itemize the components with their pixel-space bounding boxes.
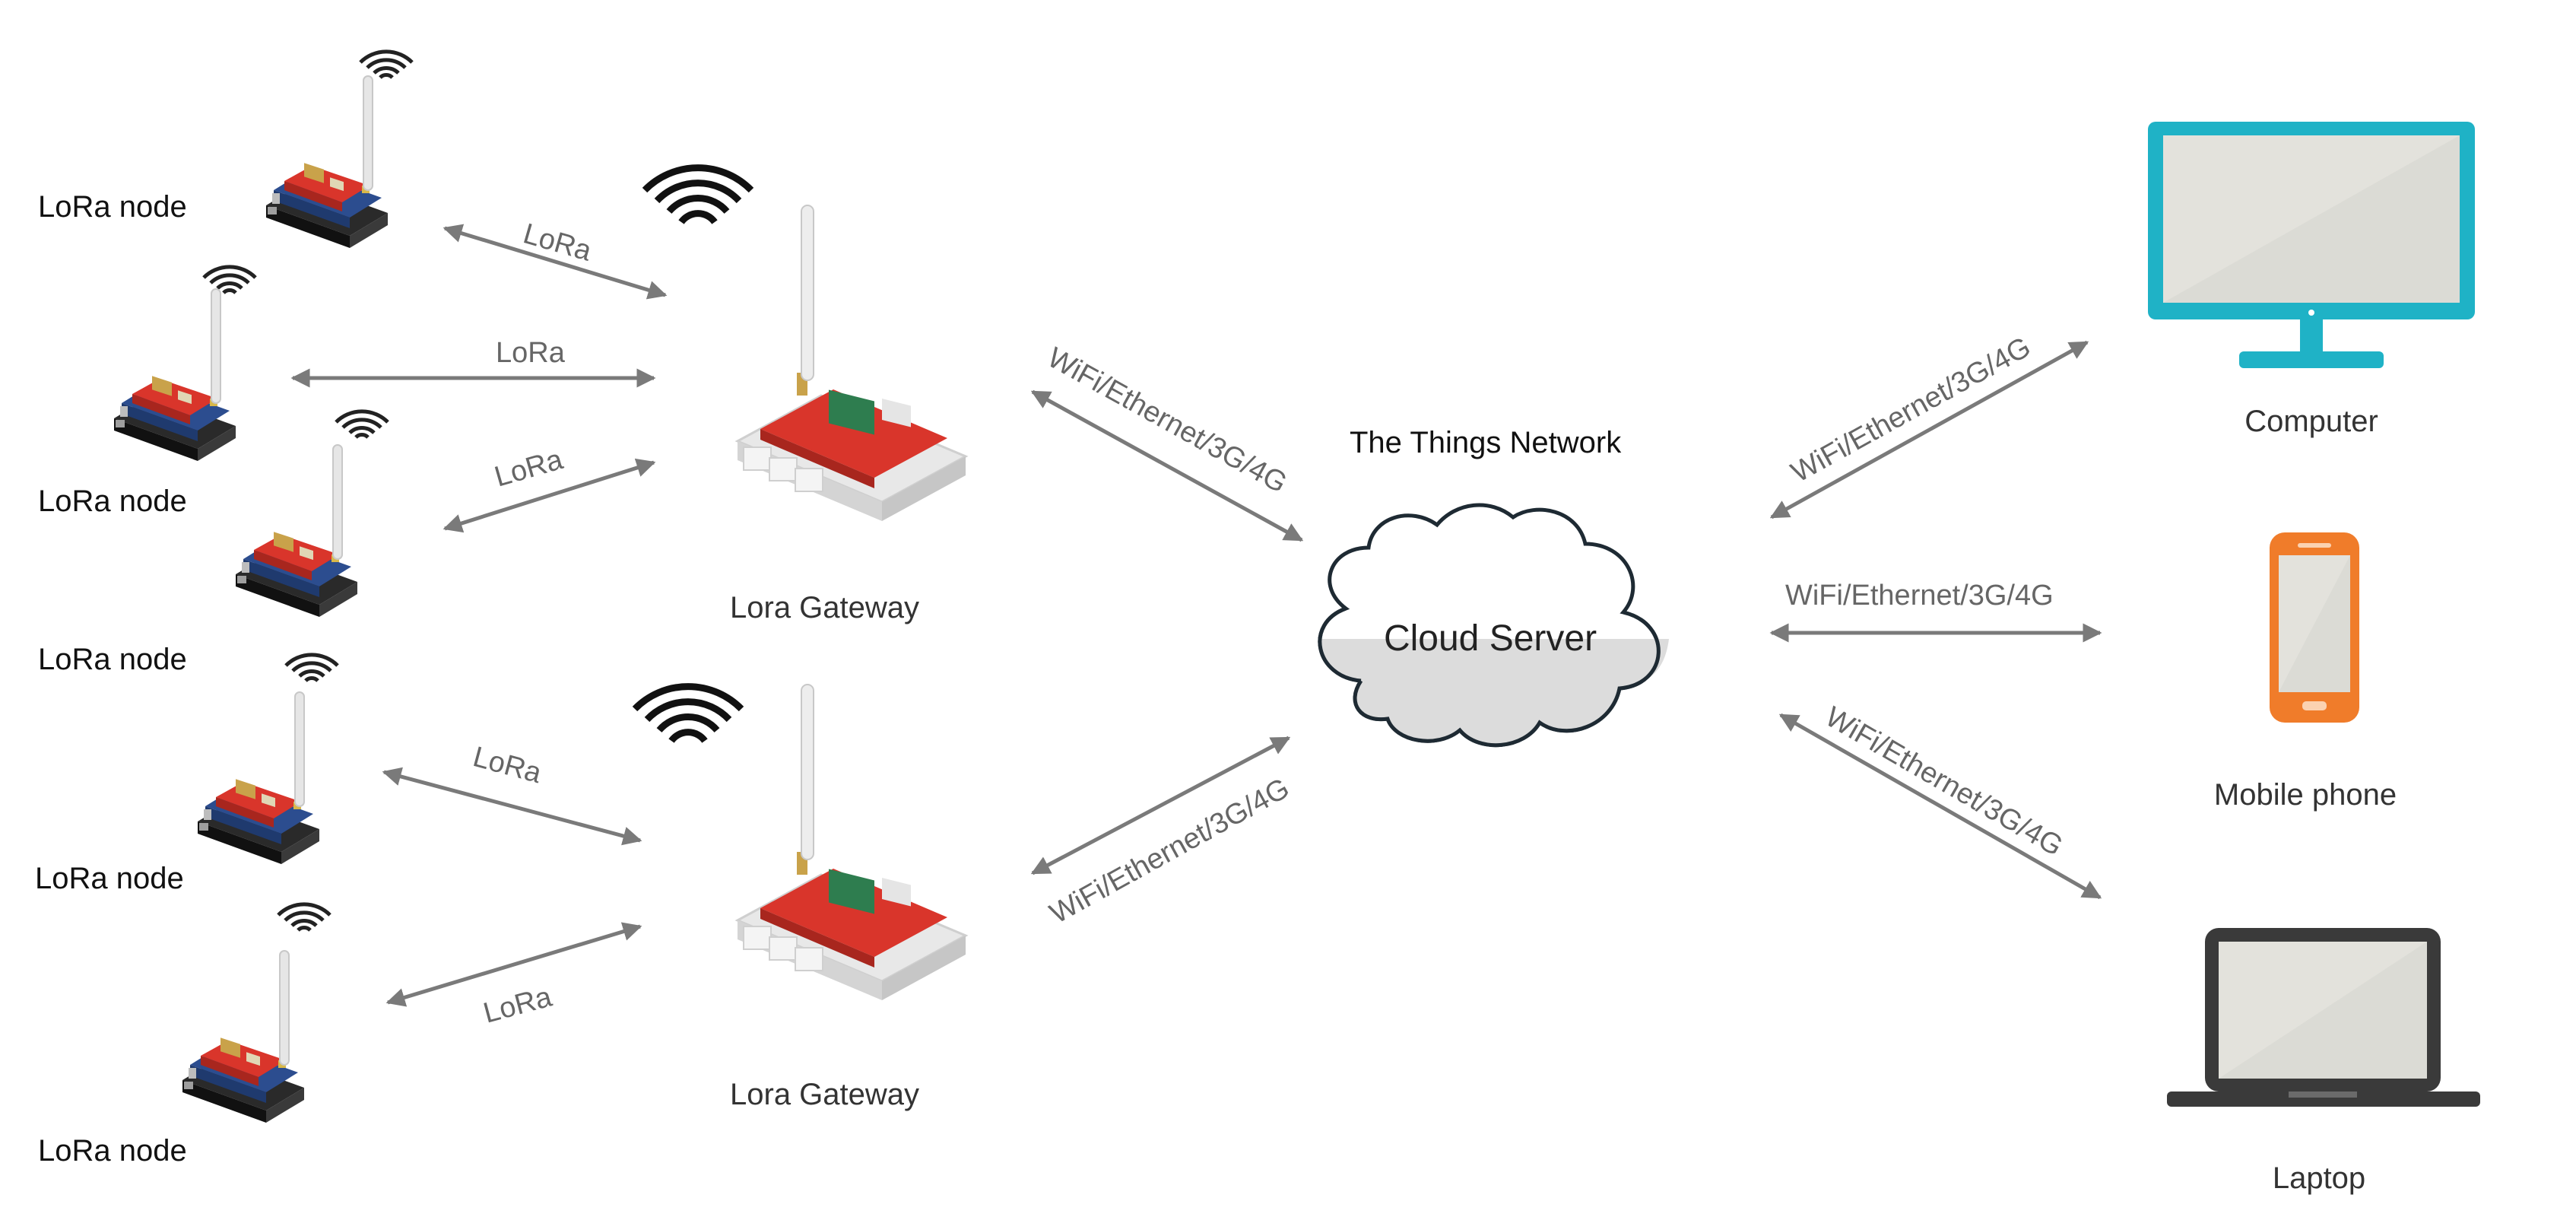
link-arrow: [1030, 389, 1304, 542]
link-label: WiFi/Ethernet/3G/4G: [1820, 701, 2068, 863]
gateway2-cloud-link: WiFi/Ethernet/3G/4G: [1030, 736, 1295, 930]
wifi-signal-icon: [278, 904, 330, 930]
link-arrow: [1778, 713, 2102, 900]
computer-device: Computer: [2148, 122, 2475, 438]
laptop-device: Laptop: [2167, 928, 2480, 1195]
wifi-signal-icon: [635, 687, 741, 741]
lora-link-1: LoRa: [443, 218, 668, 300]
gateway-label: Lora Gateway: [730, 591, 919, 624]
gateway-board-icon: [736, 204, 967, 523]
lora-link-2: LoRa: [290, 337, 656, 388]
gateway-label: Lora Gateway: [730, 1078, 919, 1111]
link-label: WiFi/Ethernet/3G/4G: [1785, 580, 2054, 612]
cloud-shade: [1319, 639, 1669, 745]
node-board-icon: [197, 691, 320, 865]
cloud-phone-link: WiFi/Ethernet/3G/4G: [1769, 580, 2102, 643]
wifi-signal-icon: [204, 267, 255, 293]
link-label: LoRa: [470, 741, 545, 790]
lora-node-2: LoRa node: [38, 267, 255, 518]
link-label: WiFi/Ethernet/3G/4G: [1042, 342, 1293, 500]
link-label: LoRa: [491, 443, 567, 494]
link-label: WiFi/Ethernet/3G/4G: [1045, 772, 1295, 930]
link-arrow: [382, 767, 642, 846]
node-board-icon: [182, 950, 305, 1123]
cloud-server: The Things Network Cloud Server: [1318, 426, 1669, 748]
cloud-computer-link: WiFi/Ethernet/3G/4G: [1769, 331, 2089, 520]
link-arrow: [1769, 340, 2089, 520]
lora-node-1: LoRa node: [38, 52, 412, 249]
node-label: LoRa node: [35, 862, 184, 895]
link-label: LoRa: [496, 337, 566, 369]
link-label: WiFi/Ethernet/3G/4G: [1786, 331, 2036, 489]
link-arrow: [443, 224, 668, 300]
node-label: LoRa node: [38, 643, 187, 676]
node-board-icon: [113, 288, 236, 462]
lora-link-5: LoRa: [385, 922, 642, 1030]
wifi-signal-icon: [286, 655, 338, 681]
node-label: LoRa node: [38, 190, 187, 224]
link-arrow: [385, 922, 642, 1007]
lora-node-3: LoRa node: [38, 411, 388, 676]
lora-link-4: LoRa: [382, 741, 642, 846]
cloud-outline: [1318, 606, 1661, 748]
wifi-signal-icon: [360, 52, 412, 78]
lora-gateway-1: Lora Gateway: [645, 168, 967, 624]
mobile-phone-icon: [2270, 532, 2359, 723]
lora-gateway-2: Lora Gateway: [635, 683, 967, 1111]
computer-icon: [2148, 122, 2475, 368]
device-label: Computer: [2244, 405, 2378, 438]
lora-node-4: LoRa node: [35, 655, 338, 895]
network-name: The Things Network: [1350, 426, 1622, 459]
gateway-board-icon: [736, 683, 967, 1002]
gateway1-cloud-link: WiFi/Ethernet/3G/4G: [1030, 342, 1304, 542]
link-label: LoRa: [520, 218, 596, 268]
node-board-icon: [235, 444, 358, 618]
wifi-signal-icon: [336, 411, 388, 437]
lora-link-3: LoRa: [443, 443, 656, 533]
lora-node-5: LoRa node: [38, 904, 330, 1168]
node-label: LoRa node: [38, 485, 187, 518]
link-arrow: [443, 458, 656, 533]
link-arrow: [1030, 736, 1291, 875]
cloud-laptop-link: WiFi/Ethernet/3G/4G: [1778, 701, 2102, 900]
laptop-icon: [2167, 928, 2480, 1107]
device-label: Laptop: [2273, 1161, 2365, 1195]
node-board-icon: [265, 75, 389, 249]
link-label: LoRa: [480, 980, 555, 1029]
wifi-signal-icon: [645, 168, 751, 222]
cloud-label: Cloud Server: [1384, 618, 1597, 659]
mobile-phone-device: Mobile phone: [2214, 532, 2397, 812]
device-label: Mobile phone: [2214, 778, 2397, 812]
node-label: LoRa node: [38, 1134, 187, 1168]
